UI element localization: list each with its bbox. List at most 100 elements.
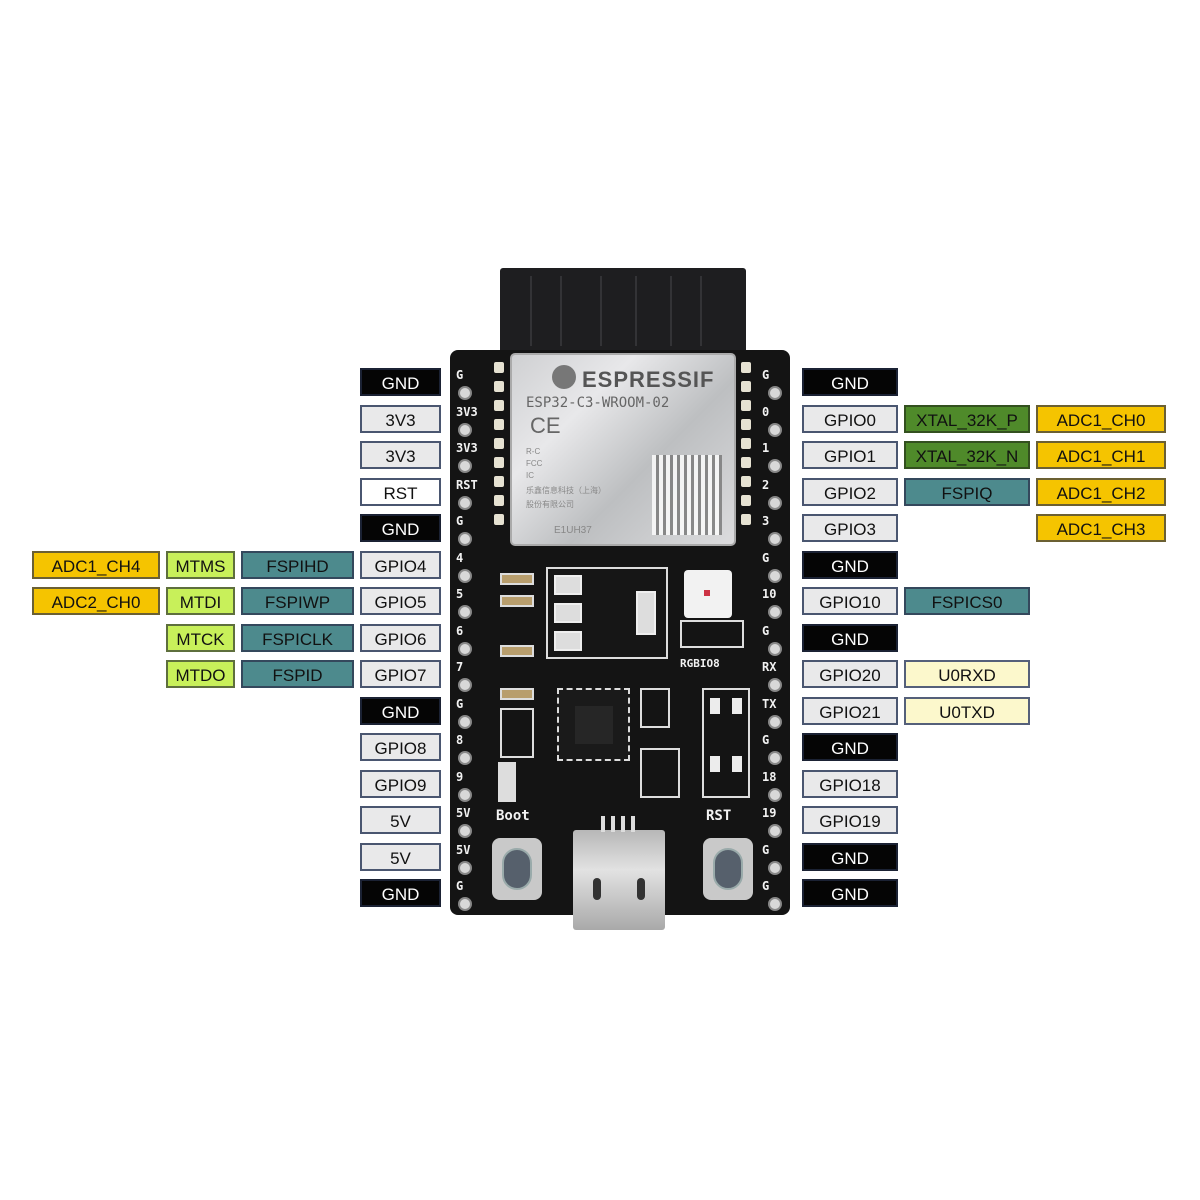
module-pad <box>741 400 751 411</box>
pin-label-gnd: GND <box>360 879 441 907</box>
module-pad <box>741 495 751 506</box>
pin-label-gnd: GND <box>802 368 898 396</box>
module-pad <box>741 419 751 430</box>
pin-label-gpio4: GPIO4 <box>360 551 441 579</box>
fspi-label: FSPICLK <box>241 624 354 652</box>
pin-label-gpio9: GPIO9 <box>360 770 441 798</box>
pin-label-gpio8: GPIO8 <box>360 733 441 761</box>
rst-label: RST <box>706 808 732 824</box>
smd-components <box>640 688 670 728</box>
smd-resistor <box>500 688 534 700</box>
module-id: E1UH37 <box>554 525 592 536</box>
fspi-label: FSPIWP <box>241 587 354 615</box>
boot-label: Boot <box>496 808 530 824</box>
module-pad <box>494 400 504 411</box>
pin-label-gnd: GND <box>802 733 898 761</box>
module-pad <box>741 514 751 525</box>
module-pad <box>494 495 504 506</box>
module-pad <box>741 476 751 487</box>
module-pad <box>494 419 504 430</box>
pin-label-gpio18: GPIO18 <box>802 770 898 798</box>
module-pad <box>741 457 751 468</box>
header-pin-hole <box>458 751 472 765</box>
micro-usb-port[interactable] <box>573 816 665 930</box>
module-pad <box>741 362 751 373</box>
header-pin-hole <box>768 605 782 619</box>
pin-label-gpio1: GPIO1 <box>802 441 898 469</box>
pin-silkscreen: RST <box>456 478 478 492</box>
reset-button[interactable] <box>703 838 753 900</box>
pin-silkscreen: G <box>762 733 770 747</box>
cert-text: R-C <box>526 447 541 456</box>
maker-text: 乐鑫信息科技（上海） <box>526 486 606 495</box>
header-pin-hole <box>768 459 782 473</box>
jtag-label: MTDO <box>166 660 235 688</box>
pin-label-3v3: 3V3 <box>360 441 441 469</box>
adc-label: ADC1_CH2 <box>1036 478 1166 506</box>
transistor-array <box>702 688 750 798</box>
pin-silkscreen: G <box>762 368 770 382</box>
pin-silkscreen: G <box>762 879 770 893</box>
ce-mark: CE <box>530 413 561 438</box>
boot-button[interactable] <box>492 838 542 900</box>
fspi-label: FSPIQ <box>904 478 1030 506</box>
pin-label-gpio21: GPIO21 <box>802 697 898 725</box>
fspi-label: FSPICS0 <box>904 587 1030 615</box>
cert-text: FCC <box>526 459 543 468</box>
header-pin-hole <box>458 897 472 911</box>
header-pin-hole <box>768 861 782 875</box>
header-pin-hole <box>768 569 782 583</box>
smd-resistor <box>500 595 534 607</box>
module-pad <box>494 362 504 373</box>
module-pad <box>741 438 751 449</box>
header-pin-hole <box>458 386 472 400</box>
pin-silkscreen: 4 <box>456 551 464 565</box>
pin-silkscreen: G <box>456 514 464 528</box>
pin-label-gpio2: GPIO2 <box>802 478 898 506</box>
maker-text: 股份有限公司 <box>526 500 574 509</box>
header-pin-hole <box>458 824 472 838</box>
pin-label-gnd: GND <box>360 368 441 396</box>
smd-components <box>680 620 744 648</box>
xtal-label: XTAL_32K_N <box>904 441 1030 469</box>
smd-components <box>640 748 680 798</box>
header-pin-hole <box>768 423 782 437</box>
module-model: ESP32-C3-WROOM-02 <box>526 395 670 411</box>
pin-silkscreen: 10 <box>762 587 777 601</box>
pin-silkscreen: TX <box>762 697 777 711</box>
pin-label-gpio3: GPIO3 <box>802 514 898 542</box>
header-pin-hole <box>768 496 782 510</box>
header-pin-hole <box>768 788 782 802</box>
header-pin-hole <box>458 788 472 802</box>
module-pad <box>494 381 504 392</box>
module-pad <box>741 381 751 392</box>
module-pad <box>494 438 504 449</box>
pin-label-gpio10: GPIO10 <box>802 587 898 615</box>
header-pin-hole <box>768 824 782 838</box>
pin-silkscreen: G <box>762 551 770 565</box>
smd-components <box>498 762 516 802</box>
pin-silkscreen: 3V3 <box>456 441 478 455</box>
adc-label: ADC1_CH4 <box>32 551 160 579</box>
header-pin-hole <box>768 642 782 656</box>
usb-uart-chip <box>557 688 630 761</box>
jtag-label: MTCK <box>166 624 235 652</box>
header-pin-hole <box>768 715 782 729</box>
voltage-regulator <box>546 567 668 659</box>
header-pin-hole <box>458 569 472 583</box>
pin-silkscreen: G <box>456 368 464 382</box>
uart-label: U0RXD <box>904 660 1030 688</box>
pin-label-gnd: GND <box>802 879 898 907</box>
pin-silkscreen: 9 <box>456 770 464 784</box>
pin-silkscreen: G <box>456 697 464 711</box>
pin-label-gnd: GND <box>360 697 441 725</box>
header-pin-hole <box>458 605 472 619</box>
pin-label-gnd: GND <box>802 843 898 871</box>
pin-silkscreen: 6 <box>456 624 464 638</box>
header-pin-hole <box>458 715 472 729</box>
pin-label-3v3: 3V3 <box>360 405 441 433</box>
datamatrix-code <box>652 455 722 535</box>
espressif-logo-icon <box>552 365 576 389</box>
fspi-label: FSPID <box>241 660 354 688</box>
header-pin-hole <box>768 897 782 911</box>
